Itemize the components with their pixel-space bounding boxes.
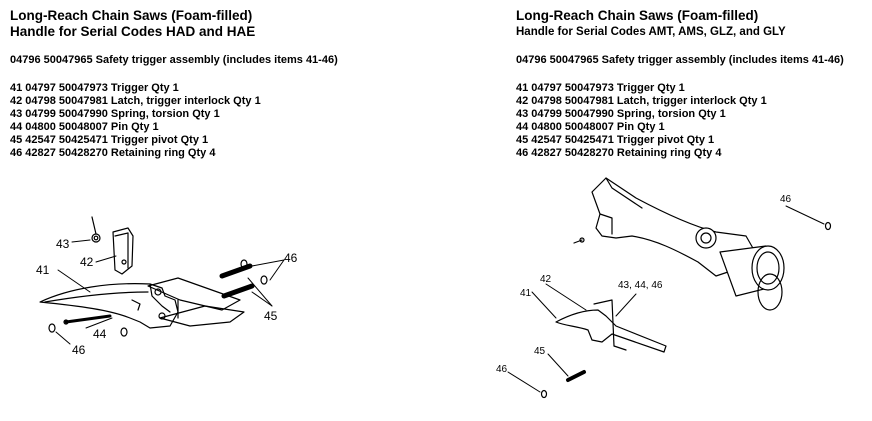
handle-bracket	[147, 277, 245, 327]
callout-45: 45	[534, 346, 546, 357]
trigger-pivot-45	[566, 370, 586, 382]
trigger-pivot-45	[219, 263, 255, 299]
right-exploded-diagram: 46 42 43, 44, 46 41 45 46	[496, 177, 832, 399]
left-part-45: 45 42547 50425471 Trigger pivot Qty 1	[10, 134, 209, 146]
left-part-43: 43 04799 50047990 Spring, torsion Qty 1	[10, 108, 220, 120]
callout-41: 41	[520, 288, 532, 299]
right-parts-list: 41 04797 50047973 Trigger Qty 1 42 04798…	[516, 82, 767, 160]
left-parts-list: 41 04797 50047973 Trigger Qty 1 42 04798…	[10, 82, 261, 160]
right-assembly-line: 04796 50047965 Safety trigger assembly (…	[516, 54, 844, 66]
leader-lines	[55, 239, 285, 345]
callout-42: 42	[540, 274, 552, 285]
right-part-43: 43 04799 50047990 Spring, torsion Qty 1	[516, 108, 726, 120]
right-parts-panel: Long-Reach Chain Saws (Foam-filled) Hand…	[436, 0, 872, 421]
right-subtitle: Handle for Serial Codes AMT, AMS, GLZ, a…	[516, 26, 786, 38]
retaining-rings-46	[540, 221, 832, 399]
right-part-42: 42 04798 50047981 Latch, trigger interlo…	[516, 95, 767, 107]
left-exploded-diagram: 43 42 41 44 46 46 45	[36, 216, 298, 357]
torsion-spring-43	[91, 216, 101, 243]
left-assembly-line: 04796 50047965 Safety trigger assembly (…	[10, 54, 338, 66]
left-part-44: 44 04800 50048007 Pin Qty 1	[10, 121, 159, 133]
callout-46-right: 46	[284, 251, 298, 265]
callout-45: 45	[264, 309, 278, 323]
callout-43: 43	[56, 237, 70, 251]
right-title: Long-Reach Chain Saws (Foam-filled)	[516, 8, 759, 23]
right-part-41: 41 04797 50047973 Trigger Qty 1	[516, 82, 685, 94]
retaining-rings-46	[48, 259, 268, 337]
callout-46-top: 46	[780, 194, 792, 205]
callout-46-bottom: 46	[496, 364, 508, 375]
right-part-46: 46 42827 50428270 Retaining ring Qty 4	[516, 147, 722, 159]
left-part-42: 42 04798 50047981 Latch, trigger interlo…	[10, 95, 261, 107]
handle-body	[573, 177, 785, 311]
latch-42	[112, 227, 134, 275]
callout-41: 41	[36, 263, 50, 277]
left-parts-panel: Long-Reach Chain Saws (Foam-filled) Hand…	[10, 8, 338, 357]
right-part-45: 45 42547 50425471 Trigger pivot Qty 1	[516, 134, 715, 146]
pin-44	[63, 314, 112, 325]
left-subtitle: Handle for Serial Codes HAD and HAE	[10, 24, 256, 39]
leader-lines	[507, 205, 825, 393]
callout-43-44-46: 43, 44, 46	[618, 280, 663, 291]
right-part-44: 44 04800 50048007 Pin Qty 1	[516, 121, 665, 133]
callout-44: 44	[93, 327, 107, 341]
trigger-assembly-41	[555, 299, 667, 353]
callout-42: 42	[80, 255, 94, 269]
left-part-46: 46 42827 50428270 Retaining ring Qty 4	[10, 147, 216, 159]
trigger-41	[39, 283, 179, 329]
callout-46-left: 46	[72, 343, 86, 357]
left-part-41: 41 04797 50047973 Trigger Qty 1	[10, 82, 179, 94]
left-title: Long-Reach Chain Saws (Foam-filled)	[10, 8, 253, 23]
